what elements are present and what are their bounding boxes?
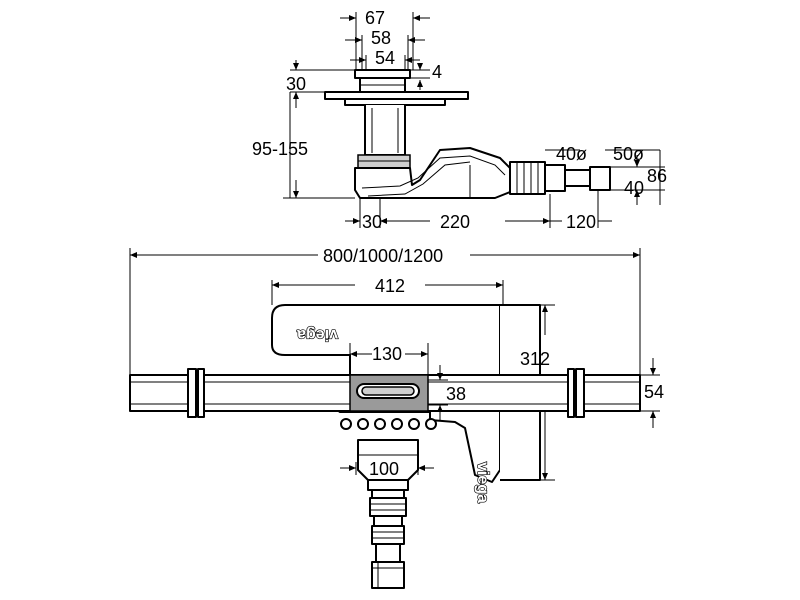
viega-logo-side: viega	[474, 462, 491, 503]
dim-412: 412	[375, 276, 405, 296]
dim-130: 130	[372, 344, 402, 364]
viega-logo-top: viega	[297, 326, 338, 343]
dim-30-bottom: 30	[362, 212, 382, 232]
dim-38: 38	[446, 384, 466, 404]
dim-312: 312	[520, 349, 550, 369]
side-view: 67 58 54 4 30 95-155 40ø 50ø 40 86 30 22…	[252, 8, 667, 232]
dim-total-length: 800/1000/1200	[323, 246, 443, 266]
dim-67: 67	[365, 8, 385, 28]
plan-view: 800/1000/1200 412 312 viega 130	[129, 246, 664, 589]
dim-54: 54	[375, 48, 395, 68]
drain-flange	[324, 91, 469, 100]
dim-30-top: 30	[286, 74, 306, 94]
dim-4: 4	[432, 62, 442, 82]
outlet-pipe	[367, 479, 409, 589]
dim-58: 58	[371, 28, 391, 48]
dim-100: 100	[369, 459, 399, 479]
dim-86: 86	[647, 166, 667, 186]
dim-40-pipe: 40ø	[556, 144, 587, 164]
outlet-connector	[509, 161, 546, 195]
dim-54-channel: 54	[644, 382, 664, 402]
dim-220: 220	[440, 212, 470, 232]
drain-body	[364, 105, 406, 156]
dim-50-pipe: 50ø	[613, 144, 644, 164]
dim-95-155: 95-155	[252, 139, 308, 159]
mounting-holes	[340, 418, 437, 430]
dim-120: 120	[566, 212, 596, 232]
dim-lines-top	[283, 12, 665, 228]
dim-40-outlet: 40	[624, 178, 644, 198]
